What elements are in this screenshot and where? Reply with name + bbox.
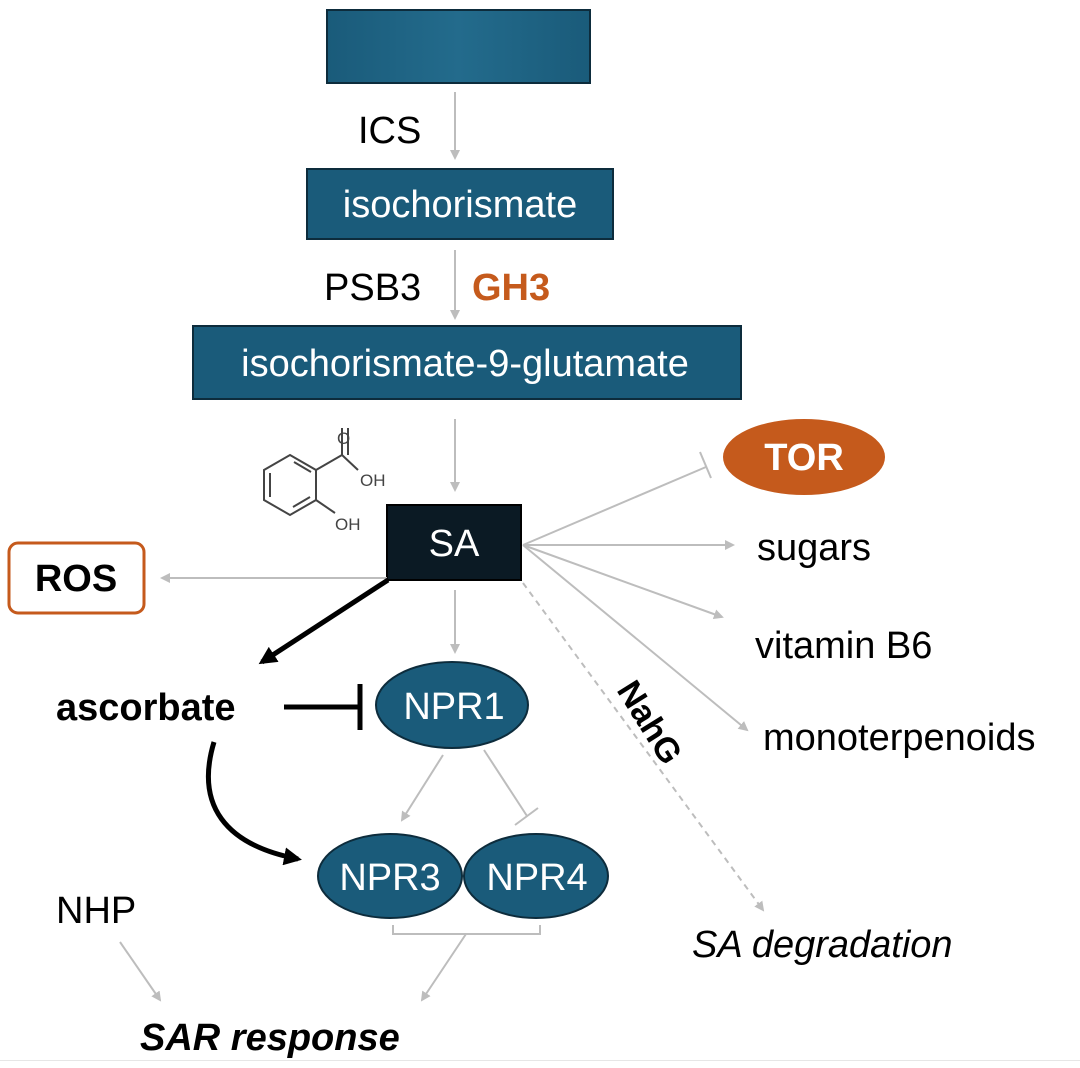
psb3-label: PSB3 (324, 267, 421, 309)
vitamin-b6-label: vitamin B6 (755, 625, 932, 667)
inhibit-tor (522, 466, 707, 546)
glutamate-box (192, 325, 742, 400)
npr3-node: NPR3 (317, 833, 463, 919)
sa-degradation-label: SA degradation (692, 924, 953, 966)
ros-label: ROS (35, 558, 117, 600)
sa-label: SA (429, 523, 480, 565)
npr3-ellipse (317, 833, 463, 919)
glutamate-label: isochorismate-9-glutamate (241, 343, 689, 385)
glutamate-node: isochorismate-9-glutamate (192, 325, 742, 400)
inhibit-npr4-bar (514, 807, 539, 826)
npr4-label: NPR4 (486, 857, 587, 899)
arrow-ascorbate-npr3 (205, 741, 302, 866)
npr1-ellipse (375, 661, 529, 749)
ros-box (7, 541, 146, 615)
arrow-ascorbate (258, 577, 390, 665)
arrow-monoterpenoids (522, 544, 749, 732)
bottom-divider (0, 1060, 1080, 1061)
structure-o-label: O (337, 429, 350, 448)
inhibit-npr4 (483, 749, 528, 817)
structure-oh-label: OH (360, 471, 386, 490)
gh3-label: GH3 (472, 267, 550, 309)
npr-bracket (392, 925, 541, 935)
top-node (326, 9, 591, 84)
inhibit-tor-bar (699, 451, 712, 479)
arrow-npr3 (400, 754, 444, 822)
tor-label: TOR (764, 437, 844, 479)
isochorismate-label: isochorismate (343, 184, 577, 226)
npr1-node: NPR1 (375, 661, 529, 749)
tor-node: TOR (723, 419, 885, 495)
arrow-sa-degradation (522, 582, 765, 912)
nhp-label: NHP (56, 890, 136, 932)
tor-ellipse (723, 419, 885, 495)
ros-node: ROS (7, 541, 146, 615)
sa-node: SA (386, 504, 522, 581)
arrow-npr-sar (420, 933, 467, 1002)
ascorbate-label: ascorbate (56, 687, 236, 729)
npr4-ellipse (463, 833, 609, 919)
npr4-node: NPR4 (463, 833, 609, 919)
isochorismate-node: isochorismate (306, 168, 614, 240)
npr3-label: NPR3 (339, 857, 440, 899)
sugars-label: sugars (757, 527, 871, 569)
arrow-vitamin-b6 (522, 544, 724, 619)
ics-label: ICS (358, 110, 421, 152)
sa-box (386, 504, 522, 581)
isochorismate-box (306, 168, 614, 240)
monoterpenoids-label: monoterpenoids (763, 717, 1036, 759)
structure-oh2-label: OH (335, 515, 361, 534)
nahg-label: NahG (609, 674, 689, 771)
npr1-label: NPR1 (403, 686, 504, 728)
arrow-nhp-sar (119, 941, 162, 1002)
sar-response-label: SAR response (140, 1017, 400, 1059)
salicylic-acid-structure-icon (263, 428, 359, 517)
top-node-box (326, 9, 591, 84)
